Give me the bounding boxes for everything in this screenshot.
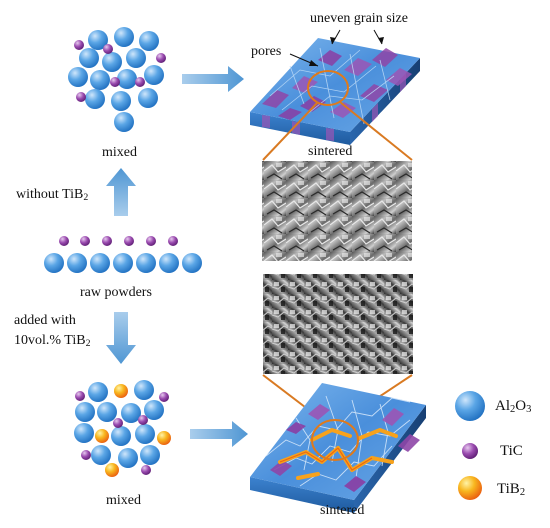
al2o3-particle [140, 445, 160, 465]
al2o3-particle [90, 253, 110, 273]
legend-al2o3-swatch [455, 391, 485, 421]
al2o3-particle [182, 253, 202, 273]
connector-top-right [339, 101, 413, 161]
al2o3-particle [114, 27, 134, 47]
tib2-particle [105, 463, 119, 477]
al2o3-particle [114, 112, 134, 132]
al2o3-particle [135, 424, 155, 444]
al2o3-particle [88, 382, 108, 402]
tic-particle [75, 391, 85, 401]
al2o3-particle [97, 402, 117, 422]
label-without-tib2: without TiB2 [16, 187, 89, 203]
al2o3-particle [90, 70, 110, 90]
tic-particle [168, 236, 178, 246]
al2o3-particle [111, 91, 131, 111]
al2o3-particle [136, 253, 156, 273]
legend-tib2-swatch [458, 476, 482, 500]
label-added-with: added with [14, 313, 76, 328]
al2o3-particle [67, 253, 87, 273]
al2o3-particle [88, 30, 108, 50]
tib2-particle [157, 431, 171, 445]
al2o3-particle [144, 400, 164, 420]
arrow-up [106, 168, 136, 216]
al2o3-particle [126, 48, 146, 68]
top-sintered-slab [250, 29, 420, 145]
tic-particle [156, 53, 166, 63]
label-bottom-mixed: mixed [106, 493, 141, 508]
al2o3-particle [159, 253, 179, 273]
arrow-right-bottom [190, 421, 248, 447]
al2o3-particle [138, 88, 158, 108]
al2o3-particle [118, 448, 138, 468]
legend-tic-swatch [462, 443, 478, 459]
label-top-mixed: mixed [102, 145, 137, 160]
tic-particle [124, 236, 134, 246]
legend-label-tib2: TiB2 [497, 481, 526, 498]
tic-particle [159, 392, 169, 402]
arrow-right-top [182, 66, 244, 92]
al2o3-particle [75, 402, 95, 422]
tib2-particle [114, 384, 128, 398]
tic-particle [135, 77, 145, 87]
bottom-mixed-cluster [74, 380, 171, 477]
sem-image-top [262, 161, 412, 261]
tic-particle [74, 40, 84, 50]
al2o3-particle [134, 380, 154, 400]
al2o3-particle [79, 48, 99, 68]
tic-particle [138, 415, 148, 425]
label-pores: pores [251, 44, 282, 59]
al2o3-particle [102, 52, 122, 72]
al2o3-particle [74, 423, 94, 443]
al2o3-particle [139, 31, 159, 51]
al2o3-particle [144, 65, 164, 85]
tic-particle [146, 236, 156, 246]
bottom-zoom-circle [311, 419, 359, 461]
al2o3-particle [68, 67, 88, 87]
al2o3-particle [121, 403, 141, 423]
top-mixed-cluster [68, 27, 166, 132]
arrow-down [106, 312, 136, 364]
tic-particle [59, 236, 69, 246]
tic-particle [81, 450, 91, 460]
sem-image-bottom [263, 274, 413, 374]
raw-powders-group [44, 236, 202, 273]
label-top-sintered: sintered [308, 144, 353, 159]
al2o3-particle [44, 253, 64, 273]
al2o3-particle [111, 426, 131, 446]
tic-particle [80, 236, 90, 246]
al2o3-particle [85, 89, 105, 109]
legend-label-al2o3: Al2O3 [495, 398, 532, 415]
al2o3-particle [117, 69, 137, 89]
tic-particle [113, 418, 123, 428]
tic-particle [76, 92, 86, 102]
top-zoom-circle [307, 70, 349, 106]
bottom-sintered-slab [250, 383, 426, 513]
legend [455, 391, 485, 500]
legend-label-tic: TiC [500, 443, 523, 459]
al2o3-particle [113, 253, 133, 273]
tic-particle [110, 77, 120, 87]
tic-particle [102, 236, 112, 246]
tib2-particle [95, 429, 109, 443]
tic-particle [141, 465, 151, 475]
al2o3-particle [91, 445, 111, 465]
label-bottom-sintered: sintered [320, 503, 365, 518]
tic-particle [103, 44, 113, 54]
label-raw-powders: raw powders [80, 285, 152, 300]
label-added-amount: 10vol.% TiB2 [14, 333, 91, 349]
label-uneven-grain-size: uneven grain size [310, 11, 408, 26]
connector-top-left [262, 101, 319, 161]
